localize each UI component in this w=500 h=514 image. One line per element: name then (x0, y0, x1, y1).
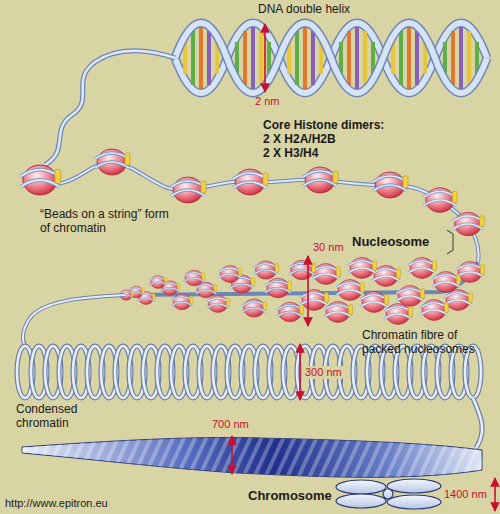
histone-label: Core Histone dimers: (263, 118, 384, 132)
stage-label: Chromosome (248, 488, 332, 503)
dimension-arrows (232, 24, 495, 511)
title-label: DNA double helix (258, 2, 350, 16)
dimension-label: 1400 nm (444, 488, 487, 501)
source-url: http://www.epitron.eu (5, 497, 108, 510)
stage-label: “Beads on a string” form of chromatin (40, 207, 170, 235)
stage-label: Chromatin fibre of packed nucleosomes (362, 328, 492, 356)
histone-label: 2 X H3/H4 (263, 146, 318, 160)
stage-label: Condensed chromatin (16, 402, 96, 430)
dna-helix (45, 23, 487, 165)
part-label: Nucleosome (352, 234, 429, 249)
chromatid-band (22, 437, 482, 477)
beads-on-string (20, 149, 484, 262)
dimension-label: 30 nm (313, 241, 344, 254)
chromosome-shape (336, 479, 441, 509)
histone-label: 2 X H2A/H2B (263, 132, 336, 146)
dimension-label: 300 nm (303, 366, 344, 379)
chromatin-fibre (119, 258, 484, 325)
dimension-label: 2 nm (255, 95, 279, 108)
dimension-label: 700 nm (212, 418, 249, 431)
condensed-chromatin-coil (17, 295, 482, 448)
